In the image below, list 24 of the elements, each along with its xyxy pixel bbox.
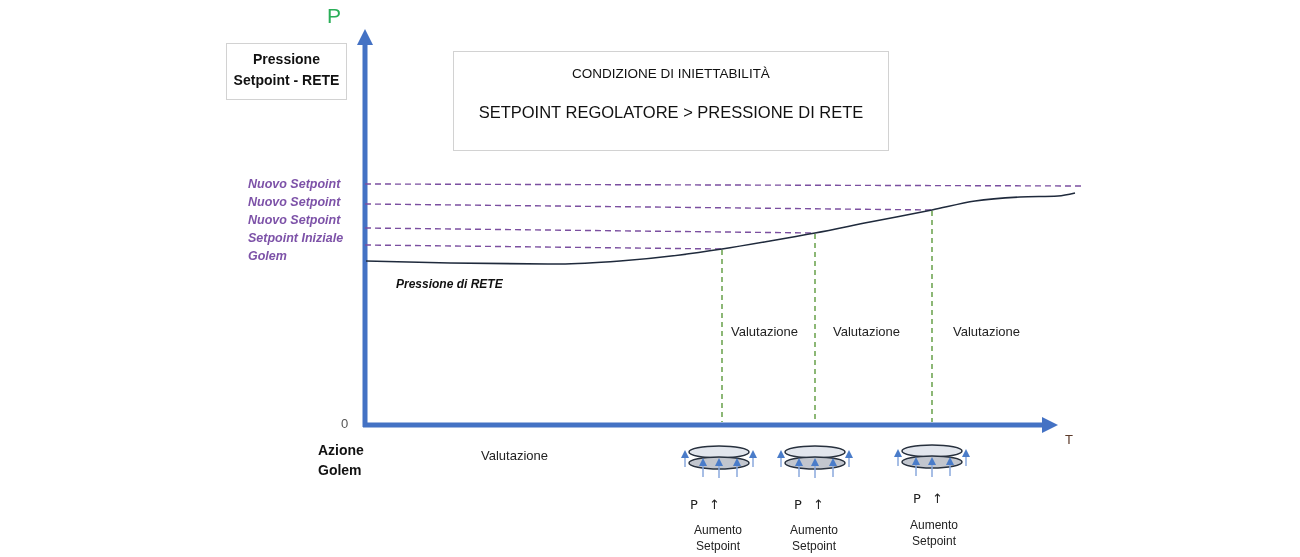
box-title: Pressione Setpoint - RETE: [232, 50, 341, 90]
phase-label: Valutazione: [833, 324, 900, 340]
curve-label: Pressione di RETE: [396, 277, 503, 292]
axis-label: T: [1065, 432, 1073, 448]
setpoint-label: Nuovo Setpoint: [248, 212, 341, 229]
phase-label: Valutazione: [481, 448, 548, 464]
condition-formula: SETPOINT REGOLATORE > PRESSIONE DI RETE: [477, 102, 865, 123]
caption-label: Aumento Setpoint: [789, 522, 839, 554]
caption-label: Aumento Setpoint: [693, 522, 743, 554]
phase-label: Valutazione: [731, 324, 798, 340]
pressure-rise-label: P ↑: [913, 490, 943, 508]
setpoint-label: Nuovo Setpoint: [248, 194, 341, 211]
setpoint-label: Nuovo Setpoint: [248, 176, 341, 193]
condition-heading: CONDIZIONE DI INIETTABILITÀ: [571, 65, 771, 83]
phase-label: Valutazione: [953, 324, 1020, 340]
pressure-rise-label: P ↑: [794, 496, 824, 514]
setpoint-label: Setpoint Iniziale Golem: [248, 230, 345, 265]
row-label: Azione Golem: [318, 441, 365, 480]
pressure-rise-label: P ↑: [690, 496, 720, 514]
caption-label: Aumento Setpoint: [909, 517, 959, 549]
text-box: [226, 43, 347, 100]
axis-label: P: [327, 4, 341, 28]
tick-label: 0: [341, 416, 349, 432]
condition-box: [453, 51, 889, 151]
